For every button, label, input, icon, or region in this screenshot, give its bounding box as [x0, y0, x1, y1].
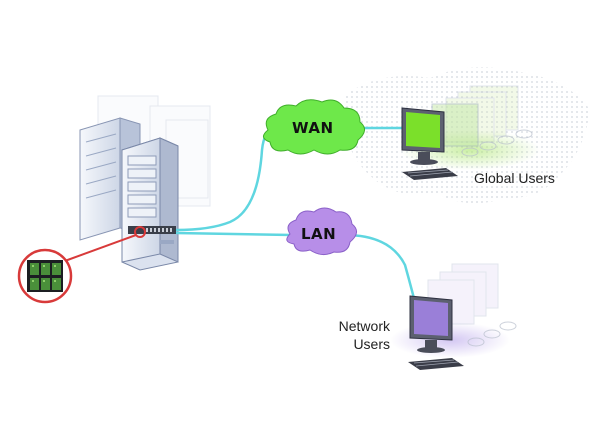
- port-zoom-callout: [17, 234, 137, 304]
- global-users-keyboard: [402, 168, 458, 180]
- server-rack-cluster: [79, 117, 179, 271]
- highlighted-port-circle: [134, 226, 146, 238]
- ghost-monitors-global: [445, 85, 519, 143]
- link-lan-to-network: [344, 233, 422, 323]
- network-users-label-line2: Users: [353, 336, 390, 352]
- lan-cloud: [286, 207, 357, 256]
- network-users-workstations: [390, 263, 517, 370]
- global-users-workstations: [400, 85, 540, 180]
- server-front: [121, 137, 179, 271]
- network-users-monitor: [409, 295, 453, 353]
- global-users-monitor: [401, 107, 445, 165]
- network-users-keyboard: [408, 358, 464, 370]
- wan-label: WAN: [292, 119, 334, 137]
- wan-cloud: [263, 99, 365, 155]
- network-users-label-line1: Network: [338, 318, 390, 334]
- link-server-to-lan: [175, 231, 293, 237]
- server-port-strip: [128, 226, 176, 234]
- lan-label: LAN: [301, 225, 337, 243]
- global-users-label: Global Users: [474, 170, 555, 186]
